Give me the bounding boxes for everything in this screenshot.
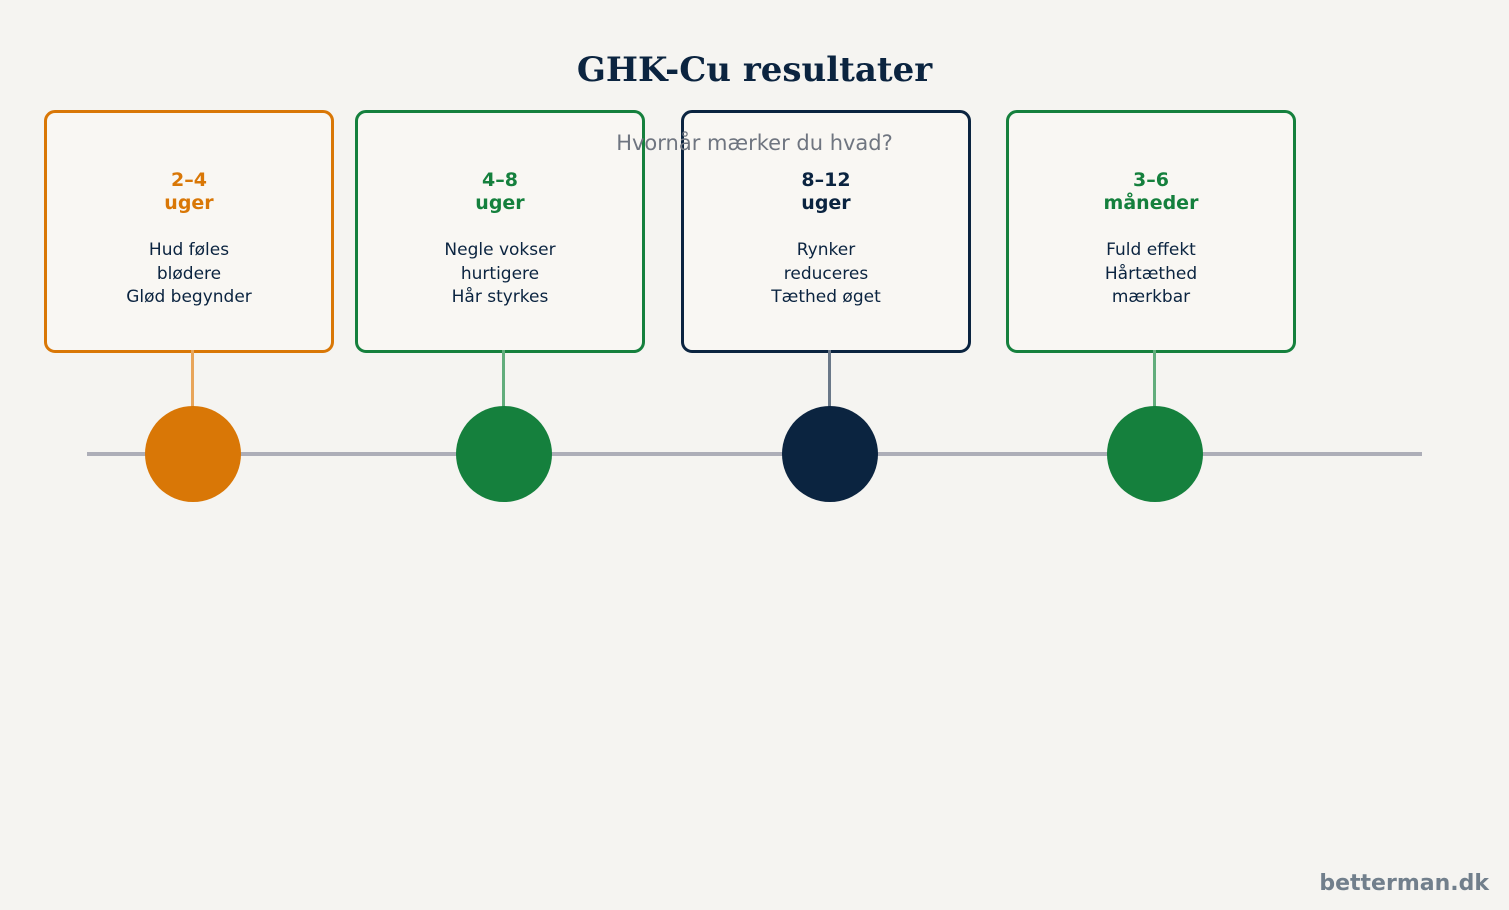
milestone-description-line: Hud føles: [148, 240, 230, 260]
milestone-description-line: Hår styrkes: [451, 287, 549, 307]
milestone-dot: [144, 406, 241, 502]
milestone-period-unit: uger: [164, 192, 214, 214]
milestone-connector: [1153, 350, 1156, 410]
milestone-description-line: Tæthed øget: [771, 287, 881, 307]
milestone-connector: [828, 350, 831, 410]
diagram-title: GHK-Cu resultater: [576, 50, 933, 90]
milestone-dot: [455, 406, 552, 502]
milestone-description-line: blødere: [156, 263, 222, 284]
milestone-description-line: mærkbar: [1111, 287, 1191, 307]
milestone-description-line: Hårtæthed: [1104, 263, 1198, 284]
milestone-description-line: Fuld effekt: [1106, 240, 1196, 260]
milestone-description-line: Negle vokser: [444, 240, 556, 260]
milestone-description-line: reduceres: [783, 263, 869, 284]
milestone-description-line: Glød begynder: [126, 287, 252, 307]
milestone-period-unit: uger: [475, 192, 525, 214]
timeline-axis: [87, 452, 1422, 456]
milestone-dot: [1106, 406, 1203, 502]
diagram-subtitle: Hvornår mærker du hvad?: [616, 131, 893, 155]
milestone-period-value: 3–6: [1133, 169, 1169, 191]
footer-brand[interactable]: betterman.dk: [1319, 871, 1489, 896]
milestone-period-value: 4–8: [482, 169, 518, 191]
milestone-description-line: hurtigere: [460, 263, 540, 284]
milestone-period-unit: uger: [801, 192, 851, 214]
milestone-description-line: Rynker: [796, 240, 856, 260]
milestone-dot: [781, 406, 878, 502]
milestone-period-value: 8–12: [801, 169, 851, 191]
milestone-connector: [191, 350, 194, 410]
milestone-period-value: 2–4: [171, 169, 207, 191]
milestone-connector: [502, 350, 505, 410]
milestone-period-unit: måneder: [1103, 192, 1199, 214]
